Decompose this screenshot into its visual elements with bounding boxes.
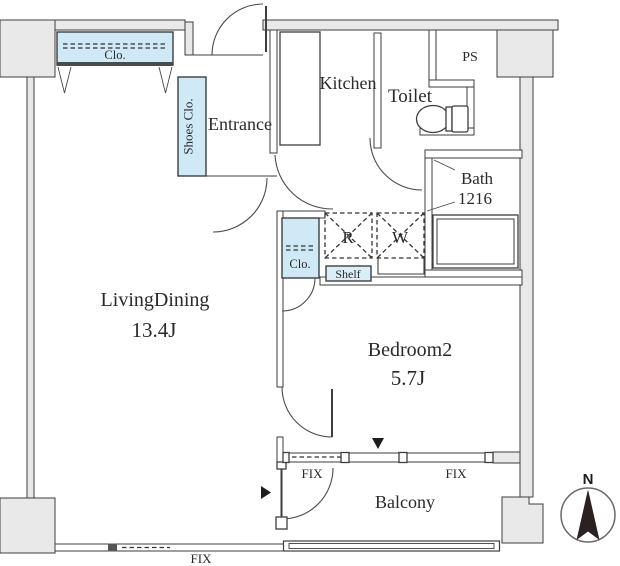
compass: N	[560, 471, 616, 543]
window-cap-mid2	[398, 451, 408, 464]
bath-label: Bath	[461, 169, 494, 188]
window-cap-left	[282, 451, 290, 464]
closet-mid-label: Clo.	[289, 257, 310, 271]
wall-kitchen-toilet	[373, 32, 382, 149]
compass-needle-icon	[576, 489, 600, 540]
bath-label-leader1	[433, 159, 456, 171]
hanger-mark-right	[158, 66, 173, 94]
outer-walls	[0, 19, 559, 554]
wall-bath-bottom	[424, 269, 523, 278]
window-cap-right	[484, 451, 494, 464]
entry-marker-right-icon	[261, 486, 271, 499]
top-wall-right	[262, 19, 559, 31]
balcony-door-arc	[281, 467, 334, 520]
balcony-rail-outer	[282, 540, 501, 552]
toilet-seat-joint	[445, 106, 453, 132]
refrigerator-space	[324, 212, 373, 259]
refrigerator-x2	[324, 212, 373, 259]
closet-mid-door-arc	[281, 277, 316, 312]
kitchen-label: Kitchen	[320, 73, 377, 93]
refrigerator-box	[324, 212, 373, 259]
living-size-label: 13.4J	[132, 318, 177, 342]
windows-group	[55, 451, 501, 552]
pillar-top-left	[0, 19, 56, 78]
fix-label-bedroom-right: FIX	[446, 466, 468, 481]
kitchen-counter	[279, 31, 321, 146]
refrigerator-label: R	[342, 228, 354, 247]
balcony-label: Balcony	[375, 492, 435, 512]
wall-bath-left	[424, 157, 433, 278]
bath-label-leader2	[426, 201, 456, 212]
bathtub-inner	[436, 218, 515, 265]
bedroom-door-arc	[281, 386, 333, 438]
compass-north-label: N	[583, 471, 594, 488]
bathtub-outer	[432, 214, 519, 269]
wall-living-bedroom-upper	[276, 210, 284, 388]
pillar-top-right	[496, 29, 554, 78]
wall-utility-top	[280, 210, 326, 219]
left-wall	[26, 76, 35, 499]
labels: Clo. Shoes Clo. Entrance Kitchen Toilet …	[101, 48, 494, 566]
washer-space	[376, 212, 425, 275]
entrance-label: Entrance	[208, 114, 272, 134]
washer-box	[376, 212, 425, 259]
shoes-closet-label: Shoes Clo.	[181, 98, 196, 154]
closet-top-label: Clo.	[104, 48, 125, 62]
closet-top-front-edge	[57, 62, 173, 66]
balcony-rail-inner	[288, 543, 495, 549]
window-cap-mid1	[340, 451, 350, 464]
pillar-bottom-right	[501, 496, 544, 544]
fix-label-bedroom-left: FIX	[302, 466, 324, 481]
closet-mid	[281, 217, 320, 279]
shelf-label: Shelf	[335, 267, 360, 281]
markers	[261, 438, 384, 499]
wall-ps-bottom	[428, 79, 475, 88]
hall-door-arc	[212, 177, 268, 233]
living-window-tick	[108, 543, 117, 552]
ps-label: PS	[462, 50, 478, 65]
bath-size-label: 1216	[458, 189, 492, 208]
entrance-recess-wall	[184, 21, 194, 56]
shoes-closet	[177, 76, 207, 177]
balcony-side-wall-stub	[492, 451, 521, 464]
washer-x2	[376, 212, 425, 259]
toilet-door-arc	[369, 137, 423, 191]
fixtures	[279, 31, 519, 275]
balcony-door-post-bottom	[275, 516, 288, 530]
fix-label-living-bottom: FIX	[191, 551, 213, 566]
storage-units	[56, 31, 372, 282]
washer-pan	[377, 258, 425, 275]
wall-toilet-ps	[428, 29, 437, 83]
living-label: LivingDining	[101, 289, 210, 311]
pillar-bottom-left	[0, 497, 56, 554]
bedroom-size-label: 5.7J	[391, 366, 425, 390]
toilet-tank	[451, 105, 469, 133]
balcony-door-post-top	[276, 461, 287, 470]
doors	[193, 3, 423, 530]
wall-bedroom-top	[319, 276, 523, 286]
toilet-label: Toilet	[388, 86, 433, 107]
shelf	[325, 265, 372, 282]
toilet-bowl	[415, 104, 451, 134]
interior-walls	[269, 29, 523, 469]
wall-bath-top	[424, 149, 523, 159]
right-wall	[519, 76, 534, 498]
bedroom-label: Bedroom2	[368, 339, 452, 361]
hanger-mark-left	[57, 66, 72, 94]
entrance-door-arc	[211, 3, 264, 56]
wall-entrance-kitchen	[269, 29, 278, 154]
entry-marker-down-icon	[372, 438, 384, 449]
washer-label: W	[392, 228, 409, 247]
kitchen-door-arc	[274, 154, 334, 210]
